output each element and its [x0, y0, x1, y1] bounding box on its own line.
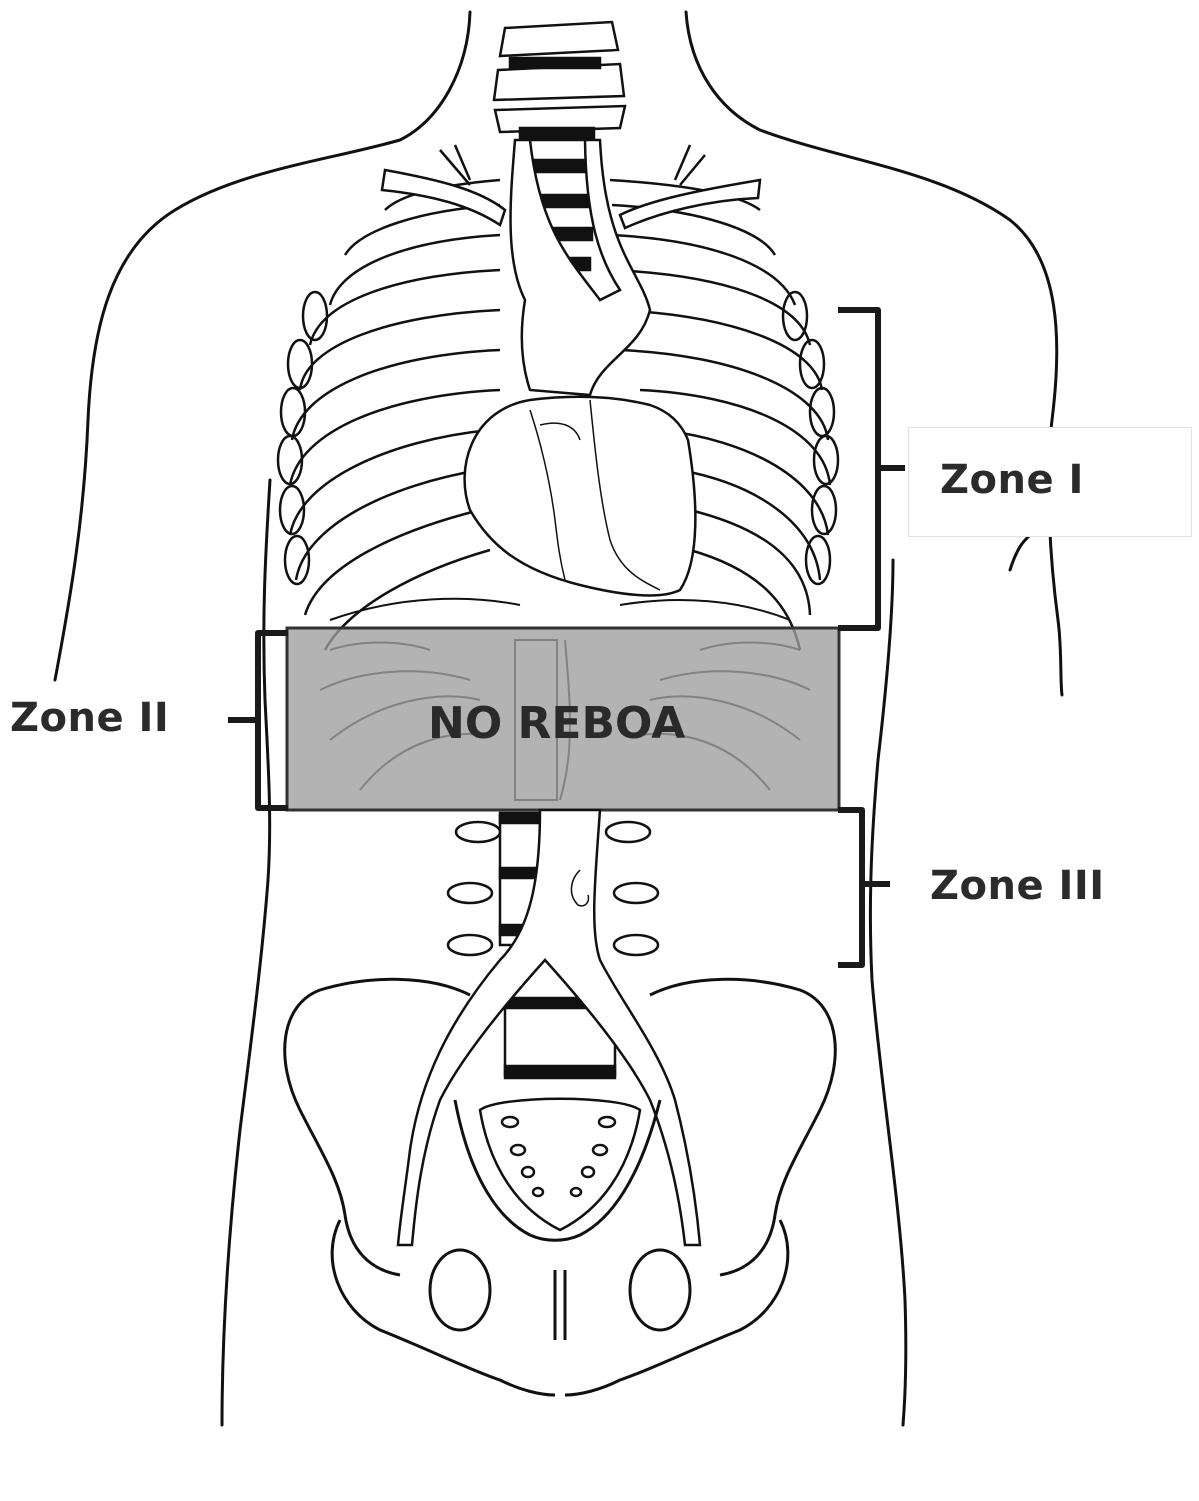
ribs-left: [278, 180, 500, 650]
zone3-label: Zone III: [930, 866, 1105, 906]
heart: [465, 397, 696, 596]
zone2-label: Zone II: [10, 698, 169, 738]
zone2-bracket: [228, 633, 288, 808]
zone1-label: Zone I: [940, 460, 1084, 500]
no-reboa-label: NO REBOA: [428, 702, 685, 746]
zone1-bracket: [838, 310, 905, 628]
diaphragm: [330, 599, 790, 620]
sacrum: [480, 1099, 640, 1230]
zone3-bracket: [838, 810, 890, 965]
